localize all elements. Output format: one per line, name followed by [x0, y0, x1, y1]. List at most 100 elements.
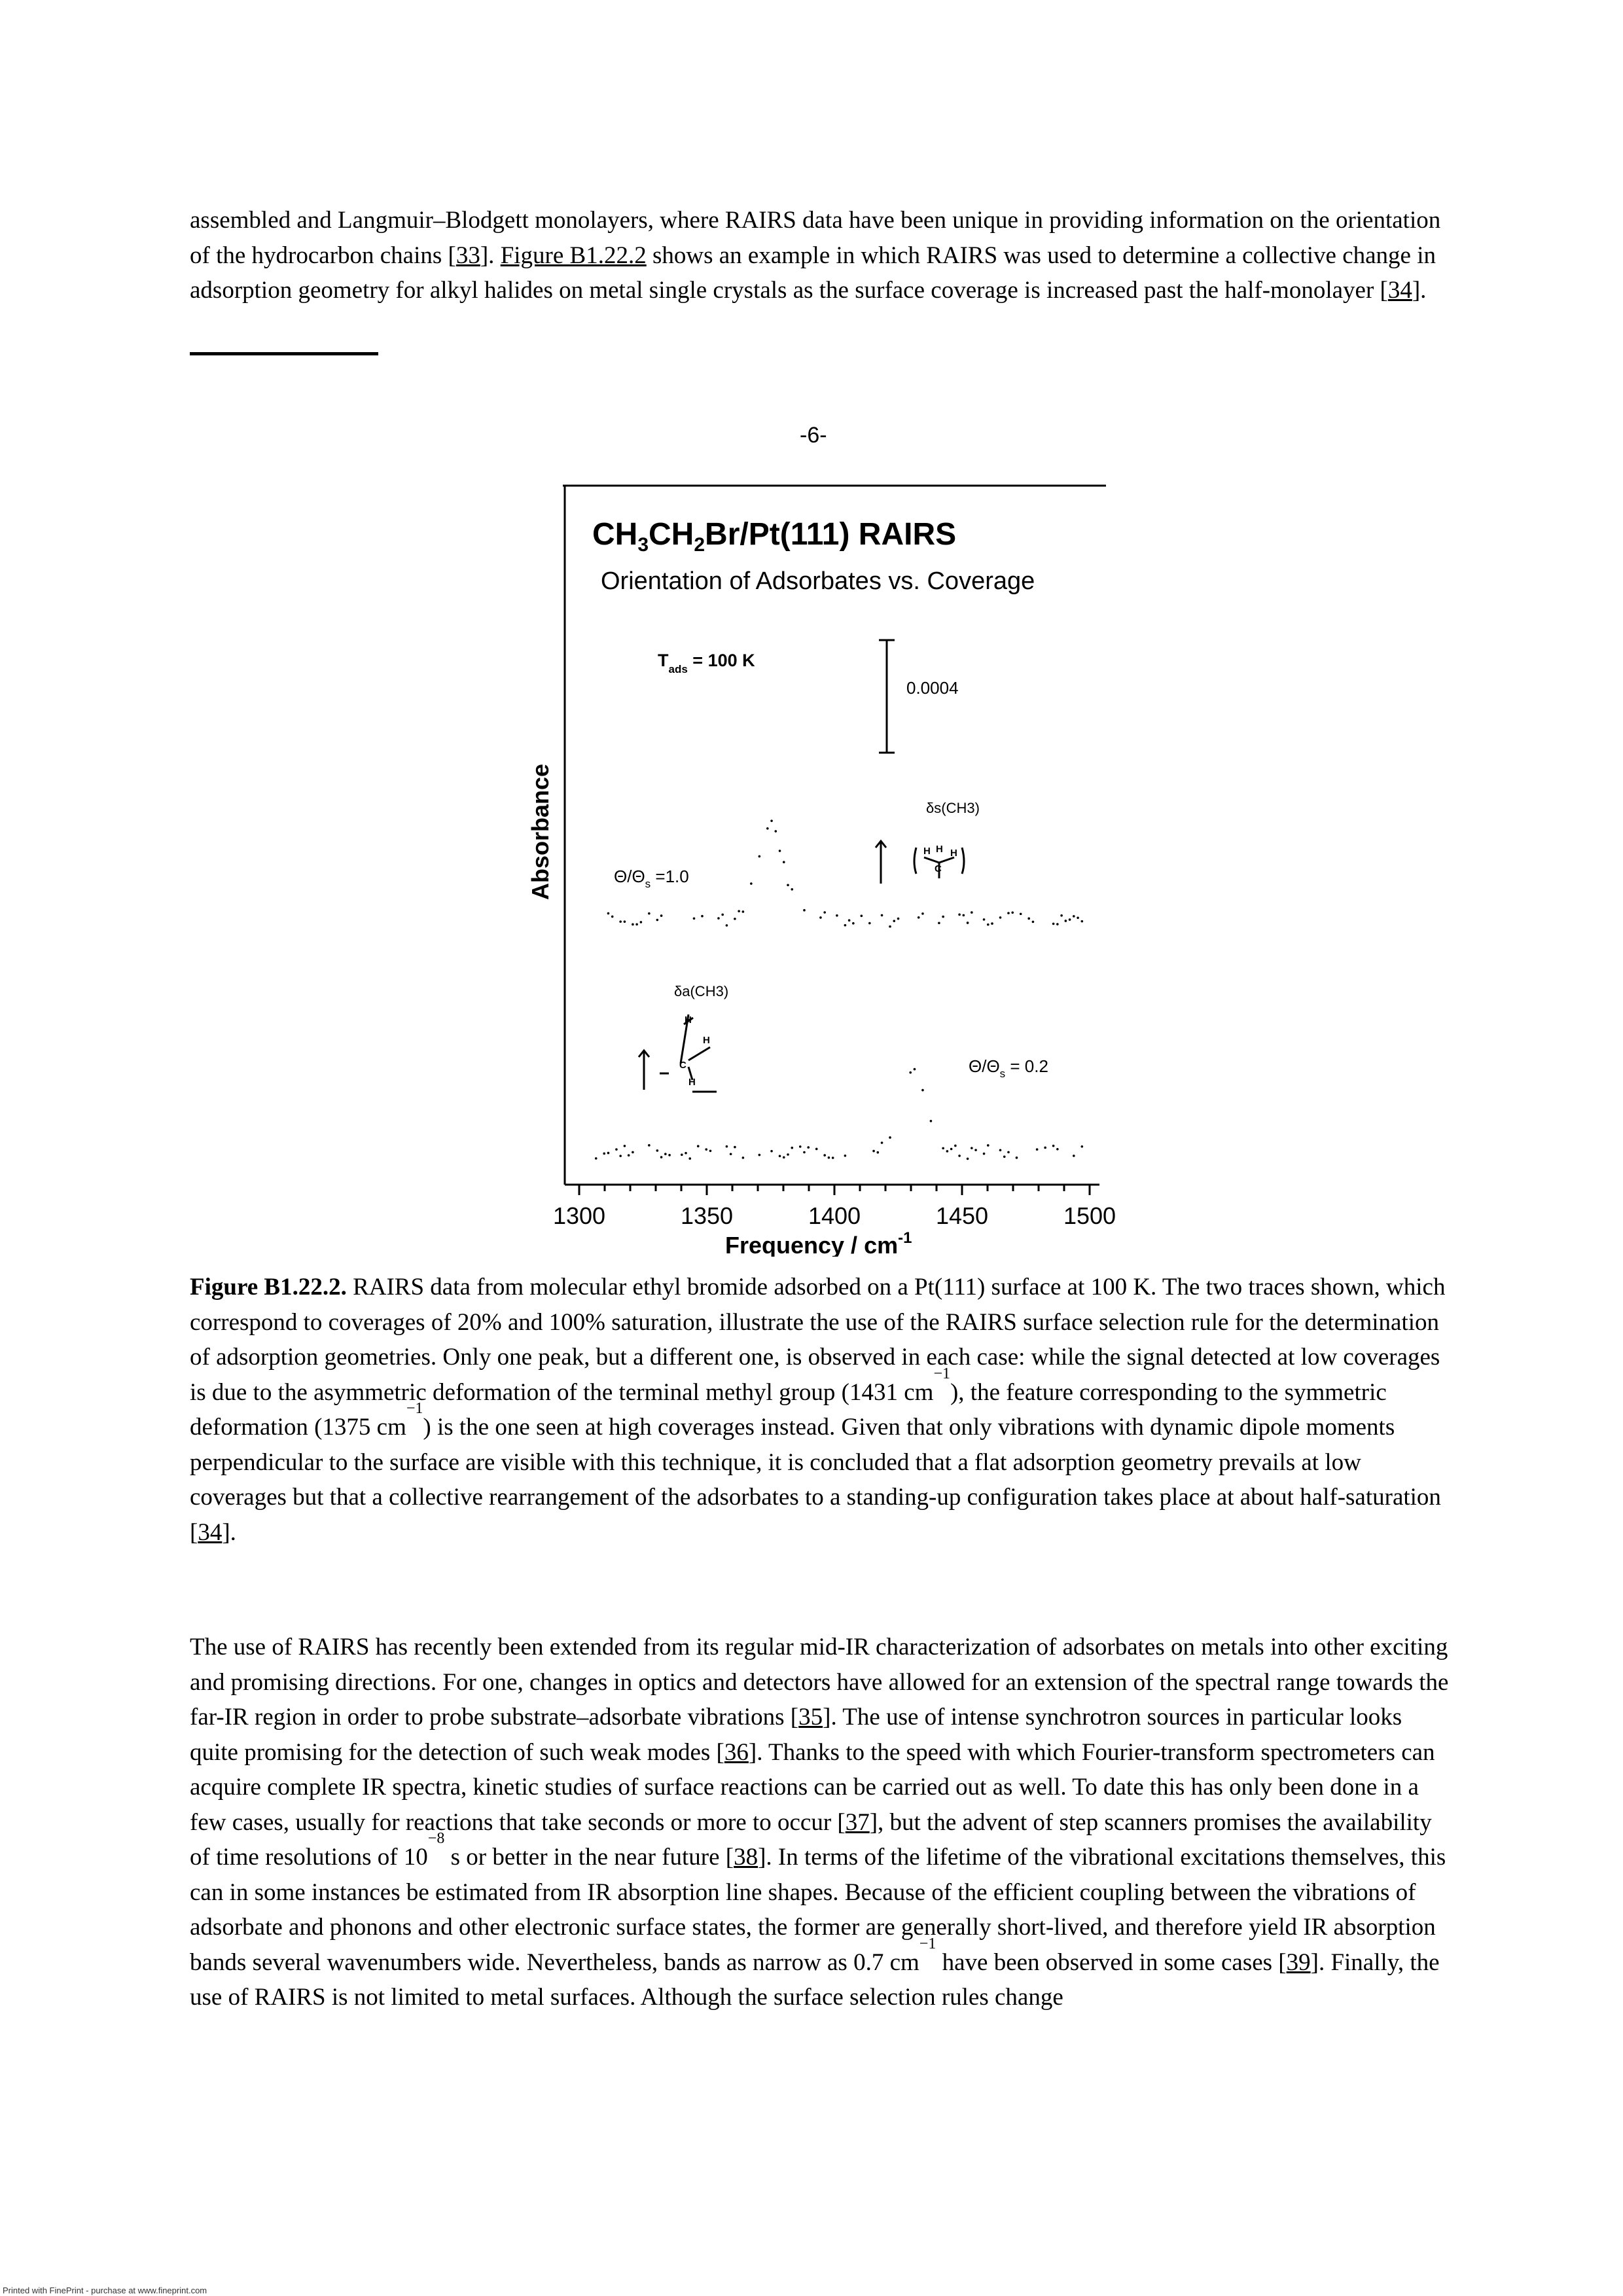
- trace-point: [778, 850, 781, 852]
- trace-point: [619, 1155, 622, 1157]
- trace-point: [738, 910, 740, 912]
- x-tick-label: 1450: [936, 1202, 988, 1229]
- trace-point: [1019, 912, 1022, 916]
- x-tick-label: 1350: [681, 1202, 733, 1229]
- trace-point: [1056, 923, 1059, 925]
- trace-point: [668, 1154, 671, 1157]
- trace-point: [966, 922, 969, 924]
- trace-point: [921, 1088, 924, 1092]
- trace-point: [787, 884, 789, 887]
- scale-bar: [879, 639, 895, 754]
- trace-low-coverage: [594, 1067, 1084, 1160]
- carbon-label: C: [679, 1060, 687, 1071]
- trace-point: [603, 1152, 606, 1155]
- trace-point: [611, 915, 614, 918]
- y-axis-label: Absorbance: [527, 764, 554, 900]
- trace-point: [648, 912, 651, 915]
- trace-point: [750, 882, 753, 885]
- ref-link-38[interactable]: 38: [734, 1844, 758, 1871]
- trace-point: [791, 888, 794, 891]
- trace-point: [803, 908, 806, 912]
- ref-link-34[interactable]: 34: [198, 1518, 223, 1546]
- trace-point: [946, 1150, 949, 1153]
- trace-point: [958, 913, 961, 916]
- trace-point: [766, 827, 769, 830]
- figure-link[interactable]: Figure B1.22.2: [500, 242, 647, 269]
- hydrogen-label: H: [923, 846, 931, 857]
- figure-caption: Figure B1.22.2. RAIRS data from molecula…: [190, 1274, 1446, 1546]
- hydrogen-label: H: [703, 1035, 710, 1046]
- trace-point: [717, 917, 720, 920]
- trace-point: [1003, 1155, 1006, 1158]
- trace-point: [974, 1149, 977, 1151]
- hydrogen-label: H: [688, 1077, 696, 1088]
- trace-point: [725, 1145, 728, 1148]
- trace-point: [615, 1148, 618, 1151]
- trace-point: [986, 923, 990, 926]
- symmetric-mode-molecule-icon: [874, 839, 965, 884]
- trace-point: [619, 920, 622, 923]
- trace-point: [962, 914, 965, 917]
- chart-subtitle: Orientation of Adsorbates vs. Coverage: [601, 567, 1035, 595]
- trace-point: [692, 917, 696, 920]
- trace-point: [872, 1149, 875, 1153]
- trace-point: [623, 920, 626, 923]
- trace-point: [782, 861, 785, 864]
- trace-point: [1007, 912, 1010, 914]
- trace-point: [1031, 920, 1035, 924]
- trace-point: [917, 916, 920, 919]
- trace-point: [594, 1157, 597, 1160]
- page-number: -6-: [800, 423, 827, 448]
- ref-link-33[interactable]: 33: [455, 242, 480, 269]
- trace-point: [741, 1157, 745, 1159]
- trace-point: [836, 914, 838, 917]
- trace-point: [844, 924, 847, 927]
- ref-link-36[interactable]: 36: [724, 1738, 749, 1766]
- trace-point: [770, 819, 773, 822]
- trace-point: [913, 1067, 916, 1071]
- trace-point: [1052, 1144, 1055, 1147]
- trace-point: [1068, 918, 1071, 921]
- trace-point: [627, 1154, 630, 1157]
- trace-point: [721, 913, 724, 916]
- trace-point: [758, 855, 761, 858]
- trace-point: [729, 1153, 732, 1156]
- hydrogen-label: H: [685, 1014, 692, 1026]
- x-tick-label: 1400: [808, 1202, 861, 1229]
- trace-point: [734, 918, 736, 920]
- trace-point: [664, 1153, 667, 1155]
- trace-point: [778, 1155, 781, 1158]
- trace-point: [1060, 914, 1063, 917]
- trace-point: [831, 1157, 834, 1159]
- ref-link-35[interactable]: 35: [798, 1704, 823, 1731]
- carbon-label: C: [935, 863, 942, 874]
- trace-point: [929, 1119, 933, 1122]
- ref-link-37[interactable]: 37: [845, 1808, 870, 1836]
- trace-point: [1035, 1148, 1039, 1151]
- trace-point: [950, 1147, 953, 1151]
- trace-point: [734, 1145, 736, 1149]
- hydrogen-label: H: [950, 848, 957, 859]
- ref-link-39[interactable]: 39: [1286, 1948, 1311, 1976]
- trace-point: [632, 923, 634, 926]
- temperature-label: Tads = 100 K: [658, 651, 755, 675]
- trace-point: [982, 1152, 986, 1155]
- trace-point: [909, 1071, 912, 1074]
- trace-point: [889, 1136, 891, 1139]
- trace-point: [823, 1154, 826, 1157]
- intro-paragraph: assembled and Langmuir–Blodgett monolaye…: [190, 207, 1441, 304]
- trace-point: [632, 1151, 634, 1154]
- trace-point: [991, 922, 993, 925]
- trace-point: [852, 922, 855, 925]
- trace-point: [893, 920, 896, 922]
- trace-point: [999, 916, 1002, 919]
- trace-point: [758, 1153, 761, 1157]
- trace-point: [880, 914, 883, 917]
- ref-link-34[interactable]: 34: [1387, 277, 1412, 304]
- trace-point: [607, 1151, 610, 1155]
- trace-point: [942, 915, 944, 918]
- trace-point: [1027, 917, 1030, 920]
- trace-point: [725, 924, 728, 927]
- trace-point: [807, 1146, 810, 1149]
- trace-point: [741, 910, 745, 913]
